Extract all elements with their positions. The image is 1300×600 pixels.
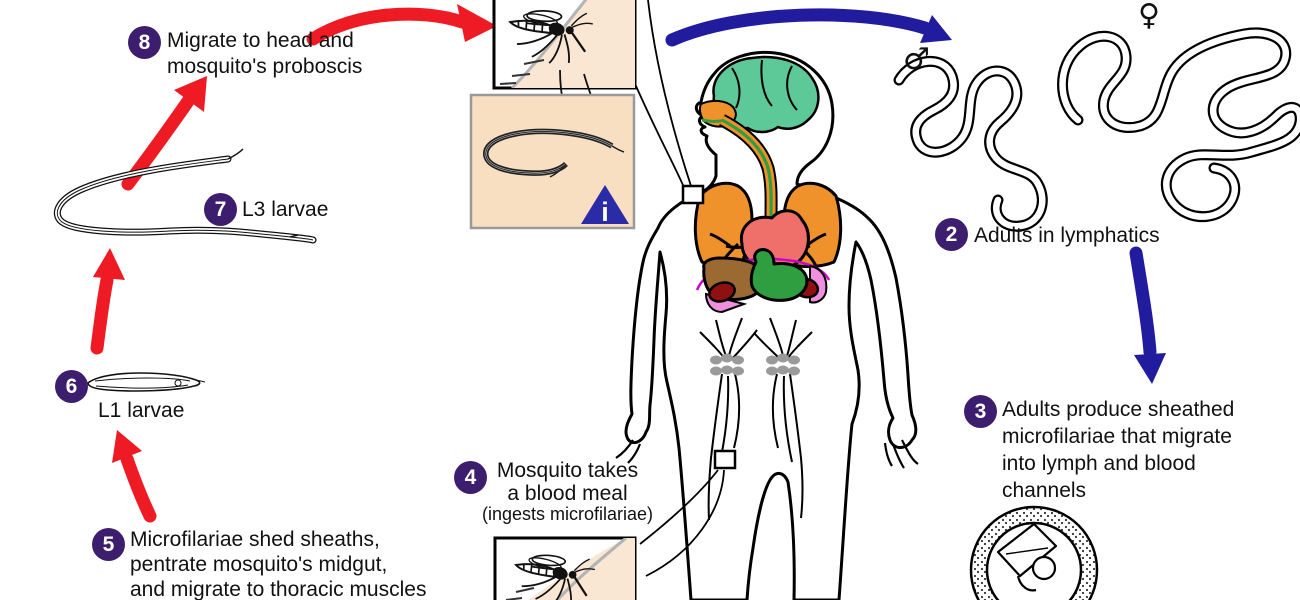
svg-text:i: i bbox=[601, 197, 609, 227]
red-arrow-step5-to-step6 bbox=[112, 430, 157, 523]
callout-lines-top bbox=[635, 0, 692, 193]
step5-label: Microfilariae shed sheaths, pentrate mos… bbox=[130, 528, 427, 600]
red-arrow-box-to-step8 bbox=[306, 4, 497, 46]
l1-larva-drawing bbox=[87, 372, 206, 392]
step4-badge: 4 bbox=[454, 461, 487, 494]
kidney-left bbox=[708, 281, 736, 303]
step6-badge: 6 bbox=[55, 370, 88, 403]
step3-label: Adults produce sheathed microfilariae th… bbox=[1002, 398, 1235, 502]
stomach bbox=[749, 248, 809, 302]
step2-label: Adults in lymphatics bbox=[974, 224, 1160, 247]
callout-square-thigh bbox=[713, 449, 737, 470]
step4-label: Mosquito takes a blood meal bbox=[496, 459, 639, 505]
body-outline bbox=[624, 50, 918, 600]
lymph-nodes-left bbox=[710, 353, 744, 376]
step5-badge: 5 bbox=[92, 528, 125, 561]
microfilaria-drawing bbox=[969, 505, 1099, 600]
adult-worm-female bbox=[1057, 27, 1300, 223]
info-icon[interactable]: i bbox=[581, 185, 629, 227]
finger-lines bbox=[615, 439, 919, 469]
adult-worm-male bbox=[893, 56, 1048, 232]
blue-arrow-step2-to-step3 bbox=[1129, 246, 1166, 384]
step3-badge: 3 bbox=[964, 395, 997, 428]
red-arrow-step6-to-step7 bbox=[90, 248, 125, 355]
lymph-nodes-right bbox=[766, 353, 800, 376]
step8-label: Migrate to head and mosquito's proboscis bbox=[167, 29, 363, 78]
human-figure bbox=[615, 50, 919, 600]
step7-badge: 7 bbox=[204, 193, 237, 226]
mosquito-bite-box-bottom bbox=[493, 536, 637, 600]
lymph-vessels bbox=[699, 317, 813, 521]
callout-square-chest bbox=[681, 184, 705, 205]
male-symbol: ♂ bbox=[903, 42, 930, 77]
l3-worm-in-box bbox=[483, 128, 625, 178]
female-symbol: ♀ bbox=[1138, 0, 1160, 33]
step8-badge: 8 bbox=[128, 26, 161, 59]
step4-sublabel: (ingests microfilariae) bbox=[481, 504, 654, 524]
blue-arrow-bite-to-adults bbox=[665, 8, 952, 47]
l3-larva-drawing bbox=[54, 148, 317, 244]
brain-folds bbox=[731, 59, 798, 111]
callout-lines-bottom bbox=[639, 469, 725, 577]
step6-label: L1 larvae bbox=[98, 399, 185, 422]
info-box: i bbox=[469, 93, 636, 230]
step7-label: L3 larvae bbox=[242, 198, 329, 221]
step2-badge: 2 bbox=[935, 218, 968, 251]
mosquito-bite-box-top bbox=[492, 0, 637, 107]
